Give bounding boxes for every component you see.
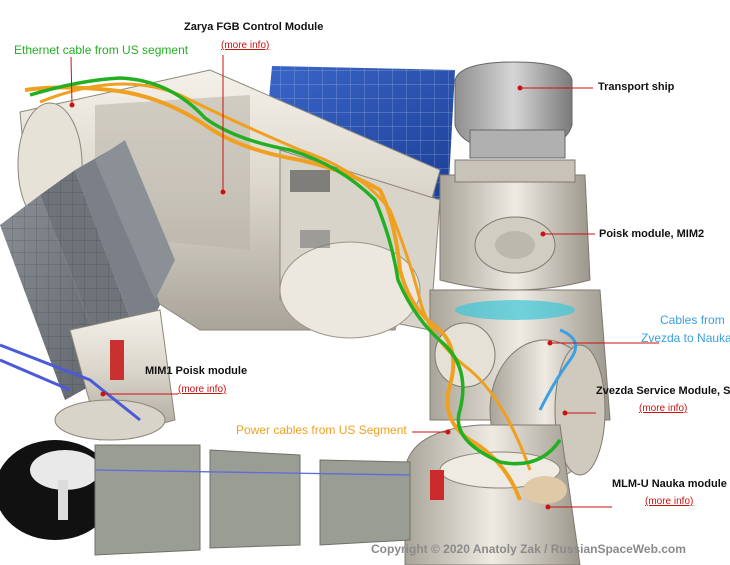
zarya-label: Zarya FGB Control Module — [184, 21, 324, 33]
zvezda-nauka-cable-path — [538, 328, 578, 411]
transport-ship-label: Transport ship — [598, 81, 675, 93]
nauka-label: MLM-U Nauka module — [612, 478, 727, 490]
nauka-more-info-link[interactable]: (more info) — [645, 496, 694, 507]
zvezda-more-info-link[interactable]: (more info) — [639, 403, 688, 414]
zvezda-cables-label-line1: Cables from — [660, 313, 725, 327]
copyright-text: Copyright © 2020 Anatoly Zak / RussianSp… — [371, 542, 686, 556]
zarya-more-info-link[interactable]: (more info) — [221, 40, 270, 51]
power-cables-label: Power cables from US Segment — [236, 423, 407, 437]
ethernet-cable-label: Ethernet cable from US segment — [14, 43, 189, 57]
zvezda-cables-label-line2: Zvezda to Nauka — [641, 331, 730, 345]
pointer-dots — [69, 85, 568, 510]
transport-ship-shape — [454, 61, 573, 159]
zvezda-label: Zvezda Service Module, SM — [596, 385, 730, 397]
ethernet-cable-path — [29, 76, 562, 466]
mim1-more-info-link[interactable]: (more info) — [178, 384, 227, 395]
mim1-label: MIM1 Poisk module — [145, 365, 248, 377]
soyuz-bottom-shape — [0, 440, 115, 540]
bottom-panels — [94, 444, 411, 556]
truss-lines — [0, 343, 141, 422]
poisk-mim2-shape — [439, 159, 591, 291]
mim1-module-shape — [54, 309, 176, 441]
poisk-mim2-label: Poisk module, MIM2 — [599, 228, 705, 240]
pointer-lines — [70, 55, 659, 508]
